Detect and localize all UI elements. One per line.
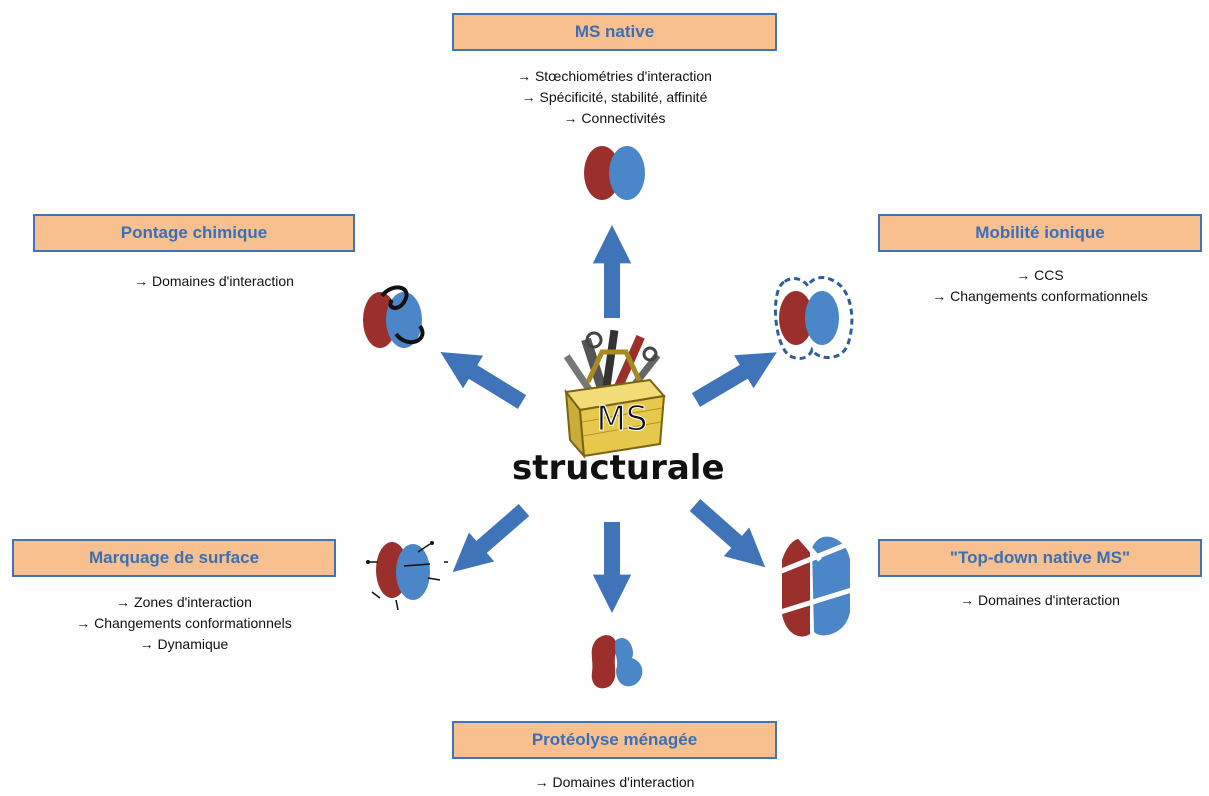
- arrow-down-left: [452, 503, 530, 573]
- mobilite-label: Mobilité ionique: [975, 223, 1105, 242]
- ms-native-label: MS native: [574, 22, 655, 41]
- proteolyse-bullets: → Domaines d'interaction: [452, 772, 777, 793]
- topdown-bullet: → Domaines d'interaction: [960, 592, 1120, 608]
- mobilite-bullet: → CCS: [1016, 267, 1064, 283]
- marquage-bullet: → Changements conformationnels: [76, 615, 292, 631]
- proteolyse-bullet: → Domaines d'interaction: [534, 774, 695, 790]
- pontage-bullets: → Domaines d'interaction: [33, 271, 395, 292]
- arrows: [440, 224, 777, 614]
- mobilite-bullets: → CCS → Changements conformationnels: [878, 265, 1202, 307]
- marquage-box: Marquage de surface: [12, 539, 336, 577]
- toolbox-label: MS: [597, 399, 648, 439]
- surface-labeled-protein-icon: [366, 541, 448, 611]
- mobilite-bullet: → Changements conformationnels: [932, 288, 1148, 304]
- mobilite-box: Mobilité ionique: [878, 214, 1202, 252]
- ion-mobility-protein-icon: [773, 276, 854, 360]
- arrow-up-left: [440, 351, 527, 409]
- proteolyse-label: Protéolyse ménagée: [531, 730, 698, 749]
- arrow-up-right: [691, 352, 777, 407]
- proteolyse-box: Protéolyse ménagée: [452, 721, 777, 759]
- toolbox-icon: MS: [563, 329, 666, 459]
- marquage-label: Marquage de surface: [88, 548, 260, 567]
- pontage-bullet: → Domaines d'interaction: [134, 273, 294, 289]
- pontage-label: Pontage chimique: [120, 223, 268, 242]
- ms-native-bullet: → Spécificité, stabilité, affinité: [521, 89, 708, 105]
- ms-native-bullet: → Stœchiométries d'interaction: [517, 68, 712, 84]
- topdown-box: "Top-down native MS": [878, 539, 1202, 577]
- protein-complex-icon: [584, 146, 645, 200]
- crosslinked-protein-icon: [363, 285, 425, 348]
- digested-protein-icon: [591, 635, 643, 689]
- marquage-bullet: → Dynamique: [139, 636, 229, 652]
- marquage-bullet: → Zones d'interaction: [116, 594, 252, 610]
- arrow-down-right: [689, 499, 766, 568]
- fragmented-protein-icon: [773, 526, 859, 637]
- ms-native-box: MS native: [452, 13, 777, 51]
- center-title: structurale: [512, 448, 725, 488]
- ms-native-bullets: → Stœchiométries d'interaction → Spécifi…: [452, 66, 777, 129]
- topdown-label: "Top-down native MS": [949, 548, 1131, 567]
- marquage-bullets: → Zones d'interaction → Changements conf…: [12, 592, 356, 655]
- topdown-bullets: → Domaines d'interaction: [878, 590, 1202, 611]
- pontage-box: Pontage chimique: [33, 214, 355, 252]
- ms-native-bullet: → Connectivités: [563, 110, 666, 126]
